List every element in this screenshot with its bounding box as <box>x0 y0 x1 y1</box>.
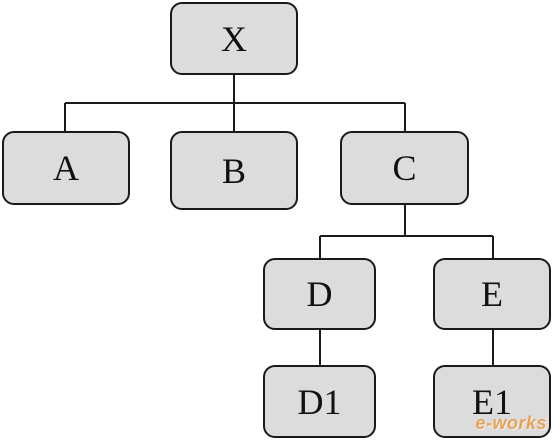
node-c: C <box>340 131 469 205</box>
node-c-label: C <box>392 148 417 188</box>
node-e1: E1 <box>433 365 551 438</box>
node-a: A <box>2 131 130 205</box>
node-x: X <box>170 2 298 75</box>
node-d1-label: D1 <box>297 381 342 422</box>
e-works-watermark: e-works <box>475 413 547 433</box>
node-d1: D1 <box>263 365 376 438</box>
node-b-label: B <box>221 150 246 191</box>
node-e-label: E <box>481 274 503 314</box>
node-x-label: X <box>221 18 247 59</box>
node-b: B <box>170 131 298 210</box>
node-d: D <box>263 258 376 330</box>
node-e1-label: E1 <box>472 381 512 422</box>
node-d-label: D <box>306 274 333 314</box>
node-a-label: A <box>53 148 79 188</box>
node-e: E <box>433 258 551 330</box>
